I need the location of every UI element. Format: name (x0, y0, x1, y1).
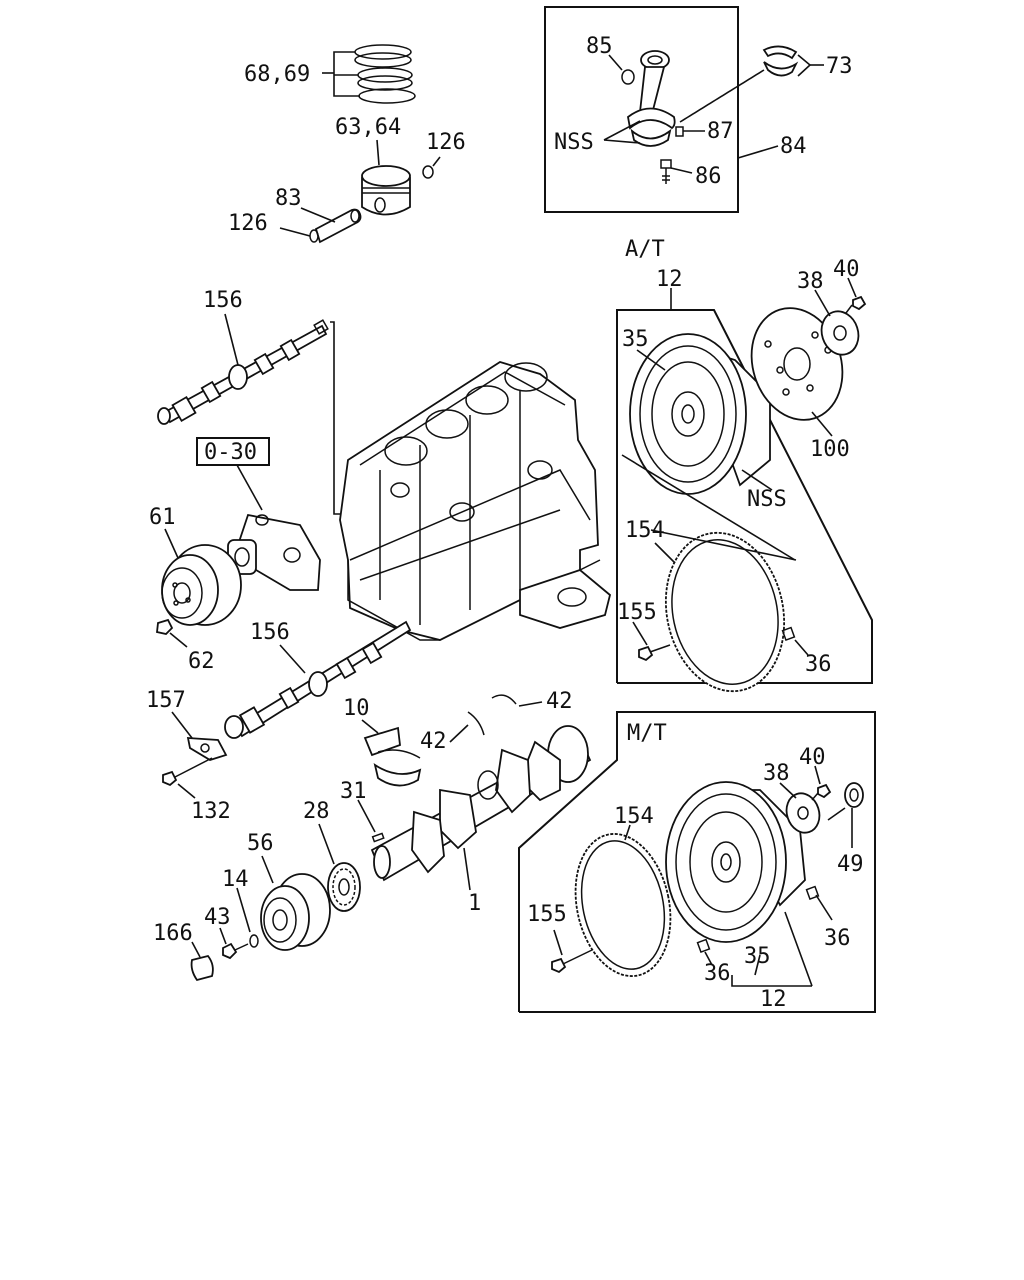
camshaft-thrust-plate (186, 737, 228, 761)
label-camshaft-upper: 156 (203, 288, 243, 313)
label-mt-assy: 12 (760, 987, 787, 1012)
label-at-pin: 36 (805, 652, 832, 677)
label-at-flex: 100 (810, 437, 850, 462)
piston-rings (354, 44, 416, 104)
at-backing-plate (820, 310, 860, 356)
label-mt-ring-gear: 154 (614, 804, 654, 829)
label-mt-bearing: 49 (837, 852, 864, 877)
mt-flywheel-box (518, 711, 876, 1013)
label-rod-bushing: 85 (586, 34, 613, 59)
pulley-nut (156, 618, 174, 635)
mt-plate-bolt (811, 783, 832, 801)
rod-bolt (660, 159, 672, 184)
label-piston: 63,64 (335, 115, 401, 140)
label-rings: 68,69 (244, 62, 310, 87)
label-at-bolt: 155 (617, 600, 657, 625)
mt-dowel-pin (696, 938, 711, 954)
camshaft-plate-bolt (162, 757, 213, 787)
label-pulley-nut: 62 (188, 649, 215, 674)
label-at-assy: 12 (656, 267, 683, 292)
label-rod-nss: NSS (554, 130, 594, 155)
label-cap: 166 (153, 921, 193, 946)
piston-pin (314, 208, 362, 244)
label-mt-bolt: 155 (527, 902, 567, 927)
fan-pulley (161, 544, 242, 626)
rod-bushing (621, 69, 635, 85)
crank-gear (327, 862, 361, 912)
piston (361, 165, 411, 216)
label-at-ring-gear: 154 (625, 518, 665, 543)
at-plate-bolt (845, 295, 867, 314)
label-rod-nut: 87 (707, 119, 734, 144)
engine-block (339, 361, 612, 641)
pulley-bolt (222, 942, 249, 960)
mt-ring-gear (574, 833, 672, 977)
at-ring-gear (664, 531, 786, 693)
piston-pin-clip-top (422, 165, 434, 179)
label-pulley-bolt: 43 (204, 905, 231, 930)
label-mt-plate: 38 (763, 761, 790, 786)
label-pin: 83 (275, 186, 302, 211)
label-at-drive: 35 (622, 327, 649, 352)
label-thrust-left: 42 (420, 729, 447, 754)
label-pump-ref: 0-30 (204, 440, 257, 465)
piston-pin-clip-bottom (309, 229, 319, 243)
label-crankshaft: 1 (468, 891, 481, 916)
camshaft-upper (157, 319, 329, 425)
label-rod-bolt: 86 (695, 164, 722, 189)
crankshaft (370, 725, 592, 882)
at-ring-bolt (638, 644, 671, 662)
label-mt-pin: 36 (704, 961, 731, 986)
pulley-washer (249, 934, 259, 948)
label-at-nss: NSS (747, 487, 787, 512)
thrust-washer-left (467, 711, 485, 736)
at-flywheel-box (616, 309, 873, 684)
label-washer: 14 (222, 867, 249, 892)
label-cam-bolt: 132 (191, 799, 231, 824)
connecting-rod (627, 50, 676, 147)
at-dowel-pin (781, 626, 796, 642)
label-at-plate: 38 (797, 269, 824, 294)
main-bearing (363, 726, 422, 787)
rod-nut (675, 126, 684, 137)
label-main-bearing: 10 (343, 696, 370, 721)
crank-key (371, 832, 385, 843)
connecting-rod-box (544, 6, 739, 213)
mt-flywheel (665, 781, 806, 943)
pulley-cap (190, 954, 214, 982)
label-clip-top: 126 (426, 130, 466, 155)
label-mt-bolt-top: 40 (799, 745, 826, 770)
label-mt-pin-right: 36 (824, 926, 851, 951)
water-pump (227, 513, 321, 591)
label-rod-assy: 84 (780, 134, 807, 159)
mt-pin-right (805, 885, 820, 901)
label-cam-plate: 157 (146, 688, 186, 713)
at-flexplate (750, 307, 844, 421)
label-mt-flywheel: 35 (744, 944, 771, 969)
camshaft-lower (224, 620, 412, 739)
label-at-title: A/T (625, 237, 665, 262)
crank-pulley (260, 873, 331, 951)
label-thrust-right: 42 (546, 689, 573, 714)
pump-ref-box (196, 437, 270, 466)
at-drive-plate (629, 333, 771, 495)
label-crank-pulley: 56 (247, 831, 274, 856)
mt-ring-bolt (551, 949, 593, 974)
rod-bearing (762, 45, 799, 77)
label-clip-bottom: 126 (228, 211, 268, 236)
label-pulley-fan: 61 (149, 505, 176, 530)
label-rod-bearing: 73 (826, 54, 853, 79)
label-camshaft-lower: 156 (250, 620, 290, 645)
label-at-bolt-top: 40 (833, 257, 860, 282)
label-crank-gear: 28 (303, 799, 330, 824)
thrust-washer-right (491, 694, 517, 705)
label-crank-key: 31 (340, 779, 367, 804)
label-mt-title: M/T (627, 721, 667, 746)
pilot-bearing (844, 782, 864, 808)
mt-backing-plate (785, 792, 821, 834)
